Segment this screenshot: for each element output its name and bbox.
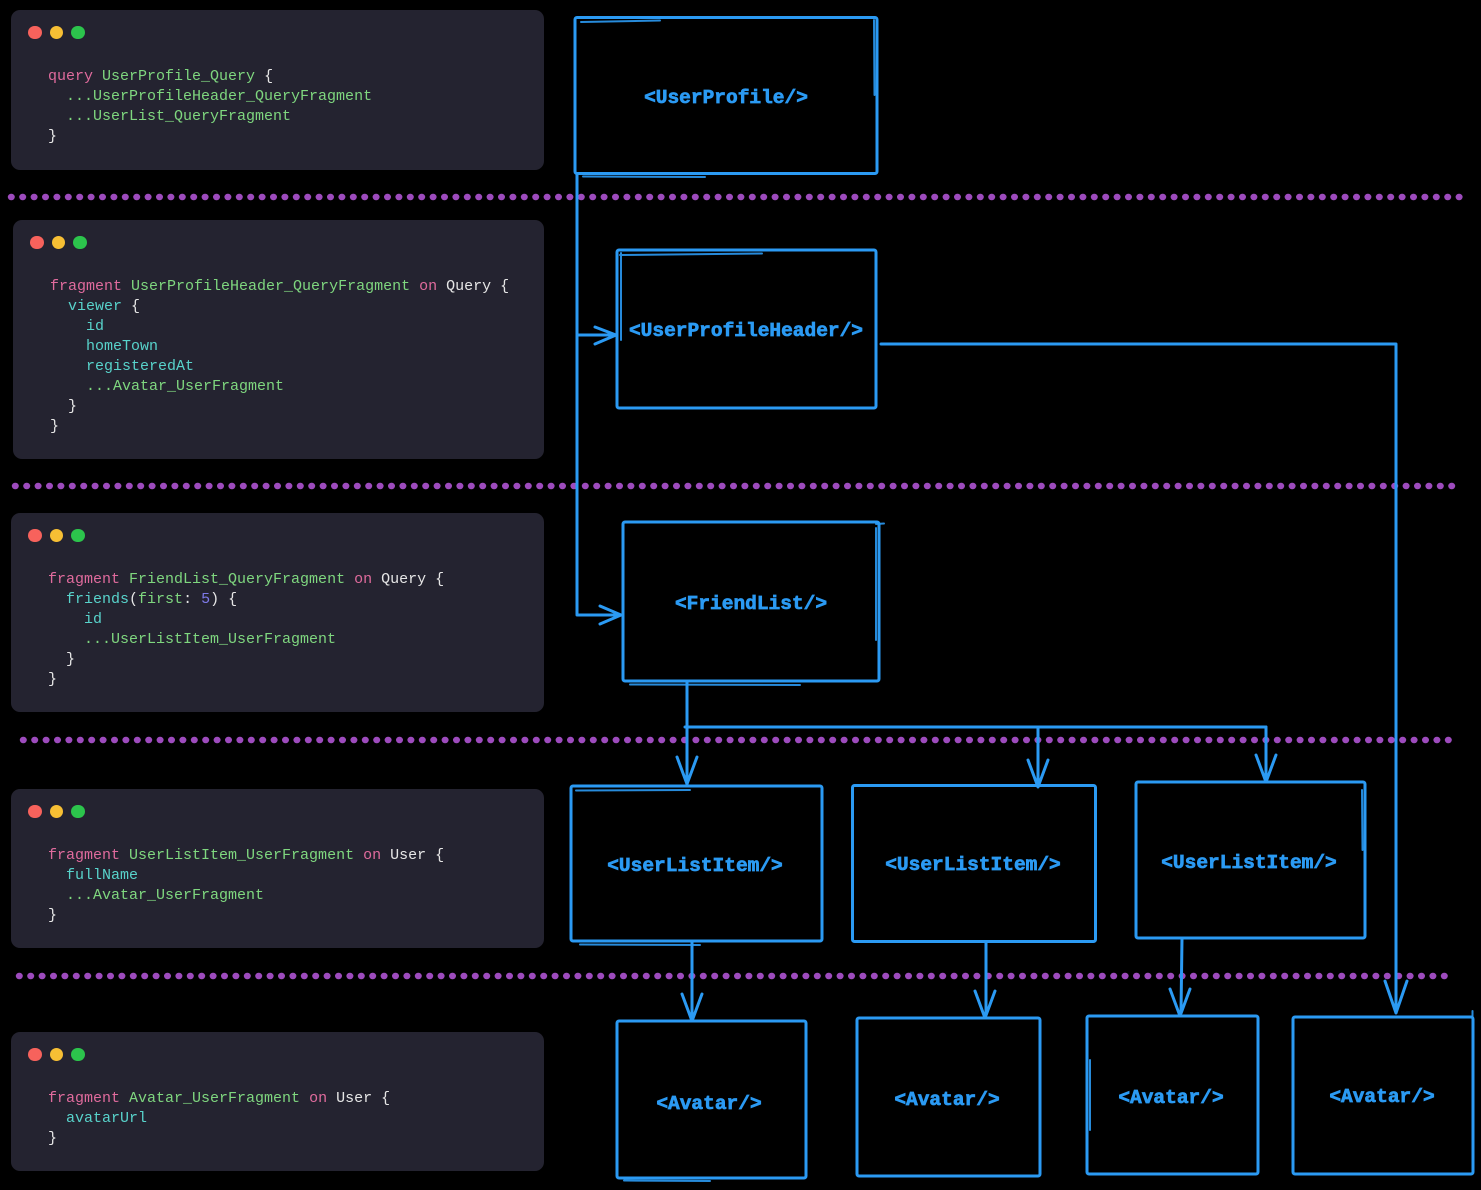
svg-text:<UserProfileHeader/>: <UserProfileHeader/> bbox=[629, 320, 863, 342]
svg-text:<FriendList/>: <FriendList/> bbox=[675, 593, 827, 615]
svg-text:<Avatar/>: <Avatar/> bbox=[1118, 1087, 1223, 1109]
svg-text:<UserListItem/>: <UserListItem/> bbox=[607, 855, 783, 877]
svg-text:<UserProfile/>: <UserProfile/> bbox=[644, 87, 808, 109]
svg-text:<UserListItem/>: <UserListItem/> bbox=[1161, 852, 1337, 874]
svg-text:<Avatar/>: <Avatar/> bbox=[1329, 1086, 1434, 1108]
svg-text:<Avatar/>: <Avatar/> bbox=[656, 1093, 761, 1115]
svg-text:<Avatar/>: <Avatar/> bbox=[894, 1089, 999, 1111]
svg-text:<UserListItem/>: <UserListItem/> bbox=[885, 854, 1061, 876]
